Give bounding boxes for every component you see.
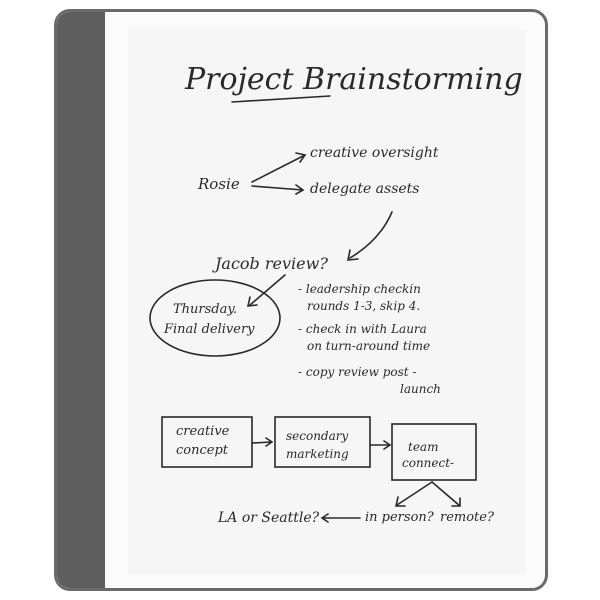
arrow-icon bbox=[251, 152, 307, 183]
bubble-line: Thursday. bbox=[173, 302, 238, 317]
arrow-icon bbox=[431, 481, 461, 507]
location-question: LA or Seattle? bbox=[218, 510, 320, 526]
bullet-line: - copy review post - bbox=[298, 365, 417, 379]
bubble-outline bbox=[149, 279, 281, 357]
arrow-icon bbox=[251, 437, 274, 447]
title-underline bbox=[231, 95, 331, 103]
box-team-connect bbox=[391, 423, 477, 481]
rosie-label: Rosie bbox=[198, 175, 240, 193]
box-text: creative bbox=[176, 424, 230, 439]
box-creative-concept bbox=[161, 416, 253, 468]
arrow-icon bbox=[395, 481, 433, 507]
arrow-icon bbox=[251, 184, 305, 195]
jacob-label: Jacob review? bbox=[215, 254, 328, 273]
bubble-line: Final delivery bbox=[164, 322, 255, 337]
box-text: concept bbox=[176, 443, 228, 458]
device-grip-bezel bbox=[57, 12, 105, 588]
remote-question: remote? bbox=[440, 510, 494, 525]
in-person-question: in person? bbox=[365, 510, 434, 525]
box-text: marketing bbox=[286, 447, 349, 461]
screen bbox=[128, 29, 526, 574]
arrow-icon bbox=[246, 274, 286, 307]
box-secondary-marketing bbox=[274, 416, 371, 468]
rosie-item: delegate assets bbox=[310, 181, 420, 197]
bullet-line: - check in with Laura bbox=[298, 322, 427, 336]
rosie-item: creative oversight bbox=[310, 145, 439, 161]
arrow-icon bbox=[369, 440, 392, 450]
arrow-icon bbox=[320, 513, 361, 523]
box-text: connect- bbox=[402, 456, 455, 470]
bullet-line: launch bbox=[400, 382, 441, 396]
box-text: secondary bbox=[286, 429, 349, 443]
bullet-line: on turn-around time bbox=[307, 339, 431, 353]
note-title: Project Brainstorming bbox=[185, 62, 523, 97]
bullet-line: - leadership checkin bbox=[298, 282, 421, 296]
box-text: team bbox=[408, 440, 439, 454]
bullet-line: rounds 1-3, skip 4. bbox=[307, 299, 421, 313]
arrow-icon bbox=[347, 211, 393, 261]
